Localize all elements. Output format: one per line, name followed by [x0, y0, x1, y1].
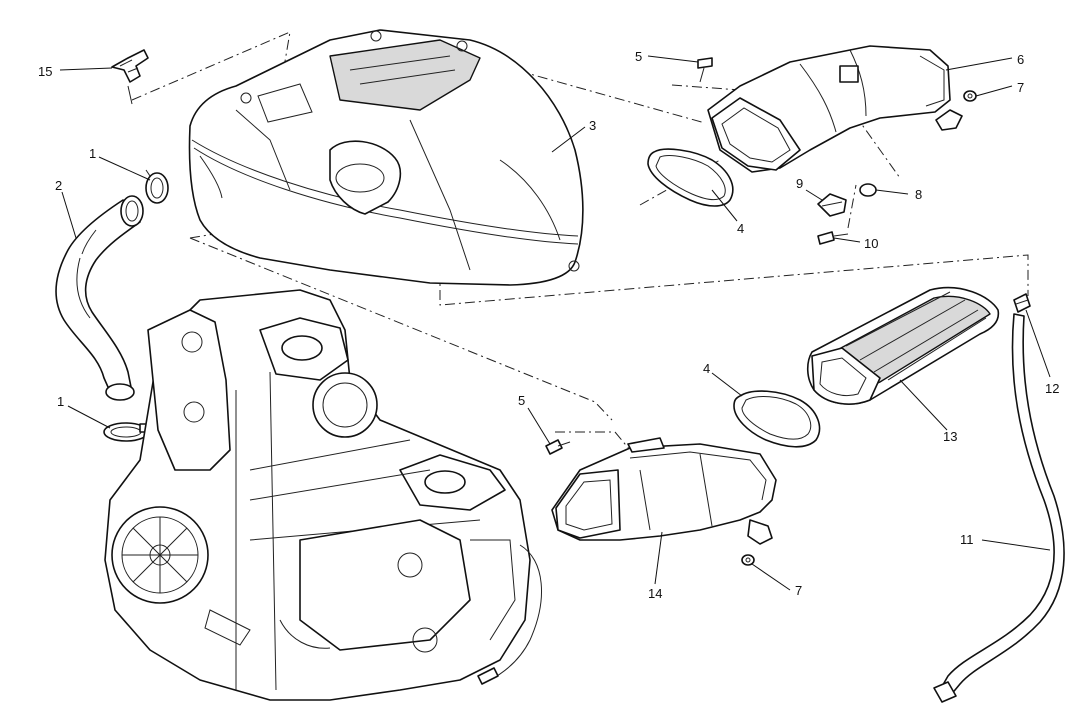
engine-block [104, 289, 542, 701]
part-15-bracket [111, 49, 149, 105]
part-5-lower-screw [545, 439, 571, 455]
part-6-upper-intake-duct [707, 45, 963, 173]
callout-6: 6 [1017, 52, 1024, 67]
part-7-upper-washer [963, 90, 977, 102]
callout-7-lower: 7 [795, 583, 802, 598]
callout-11: 11 [960, 532, 974, 547]
part-12-clamp [1013, 293, 1031, 313]
part-4-lower-gasket [733, 390, 821, 448]
callout-9: 9 [796, 176, 803, 191]
part-5-upper-screw [697, 57, 713, 83]
callout-1-lower: 1 [57, 394, 64, 409]
part-11-drain-hose [933, 313, 1065, 703]
callout-4-lower: 4 [703, 361, 710, 376]
callout-14: 14 [648, 586, 662, 601]
callout-2: 2 [55, 178, 62, 193]
callout-13: 13 [943, 429, 957, 444]
part-4-upper-gasket [647, 148, 734, 207]
callout-5-lower: 5 [518, 393, 525, 408]
part-8-grommet [859, 183, 877, 197]
callout-15: 15 [38, 64, 52, 79]
callout-3: 3 [589, 118, 596, 133]
callout-8: 8 [915, 187, 922, 202]
callout-7-upper: 7 [1017, 80, 1024, 95]
callout-10: 10 [864, 236, 878, 251]
part-1-upper-clamp [145, 169, 169, 204]
part-9-sensor [817, 193, 847, 217]
part-7-lower-washer [741, 554, 755, 566]
part-10-screw [817, 231, 849, 245]
part-13-air-filter [806, 286, 1000, 405]
callout-4-upper: 4 [737, 221, 744, 236]
part-3-airbox-housing [188, 29, 584, 286]
part-14-lower-intake-duct [551, 437, 777, 545]
callout-5-upper: 5 [635, 49, 642, 64]
callout-labels: 15 1 2 1 3 5 6 7 9 8 10 4 4 5 14 7 13 12… [38, 49, 1059, 601]
callout-12: 12 [1045, 381, 1059, 396]
callout-1-upper: 1 [89, 146, 96, 161]
part-2-breather-hose [55, 195, 144, 401]
callout-leader-lines [59, 55, 1051, 591]
